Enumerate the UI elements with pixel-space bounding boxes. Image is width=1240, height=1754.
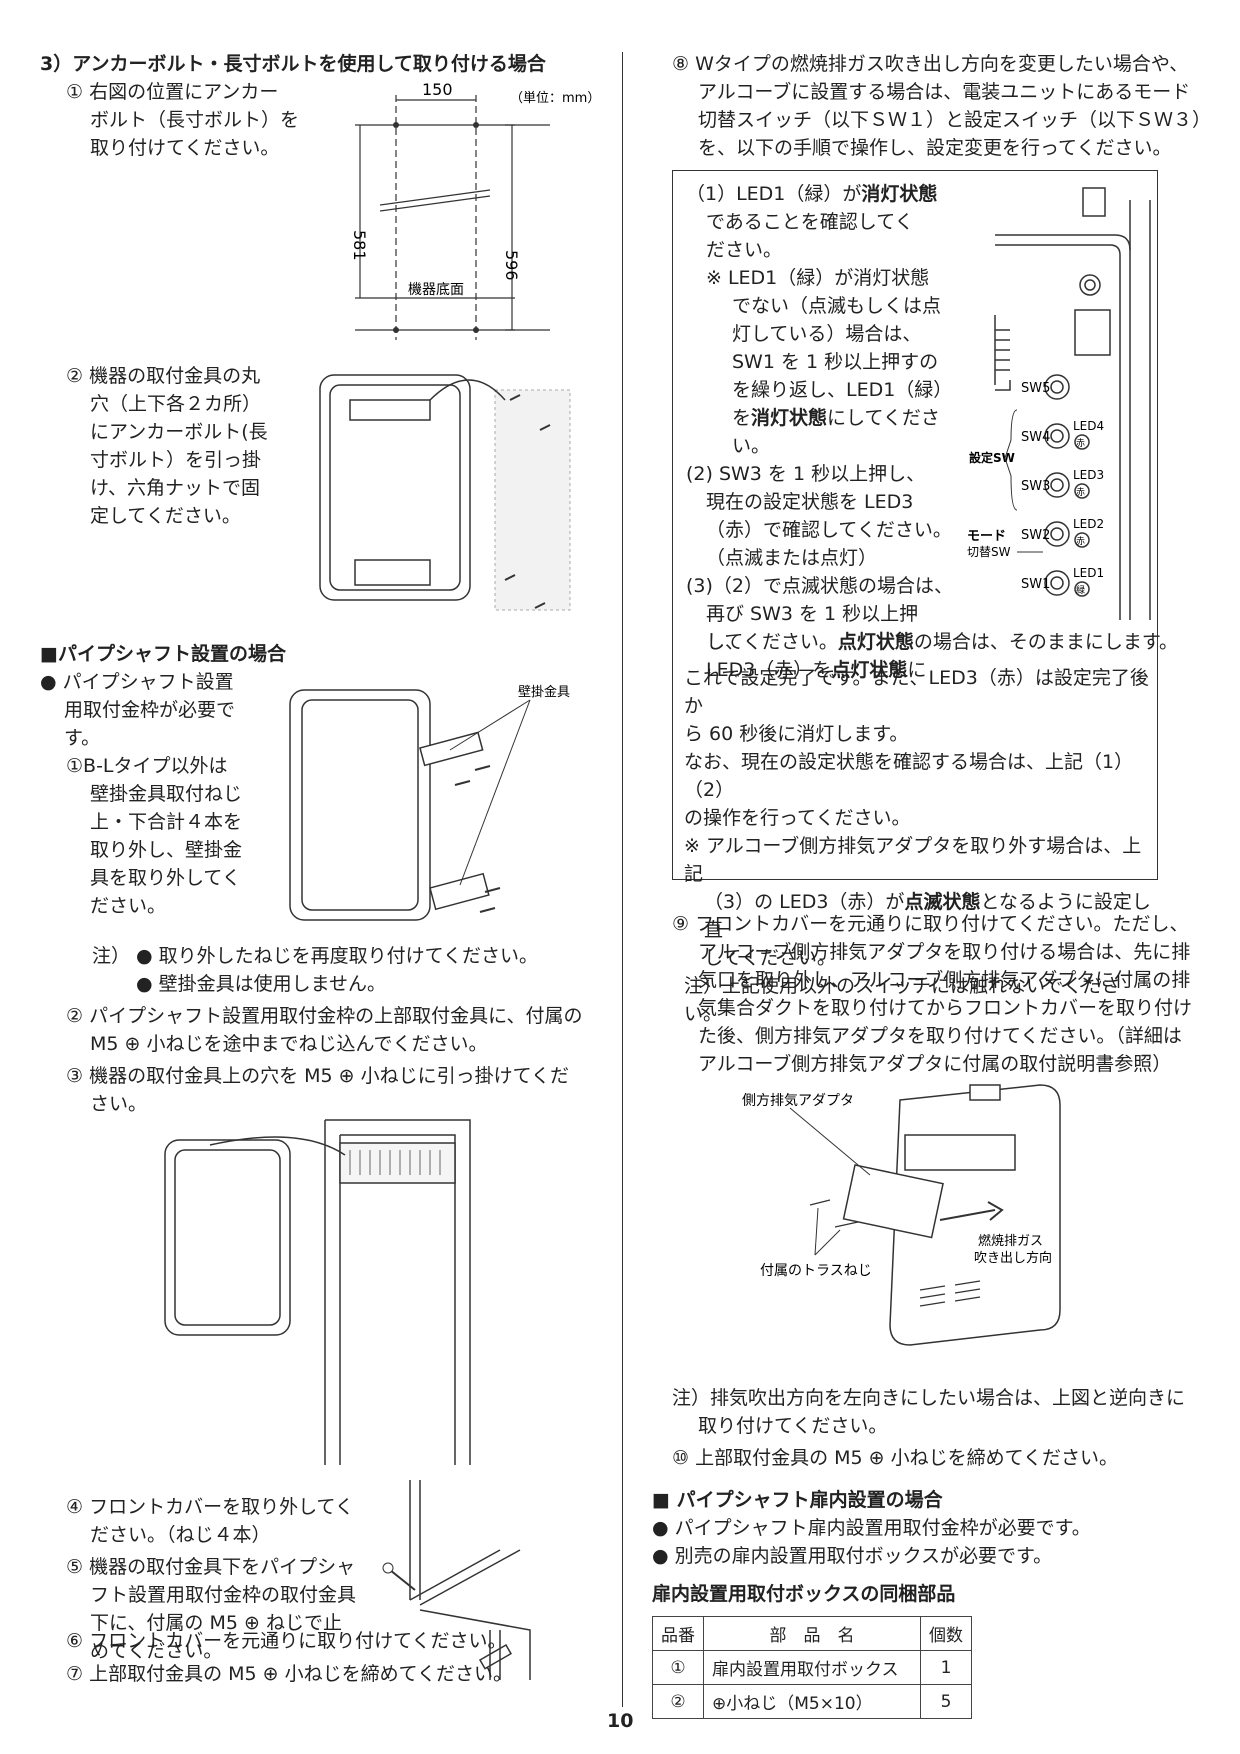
pipe-step-3-text: ③ 機器の取付金具上の穴を M5 ⊕ 小ねじに引っ掛けてくだ さい。 [66, 1065, 570, 1115]
pipe-shaft-bullet: ● パイプシャフト設置 用取付金枠が必要で す。 [40, 671, 236, 749]
door-bullet-2: ● 別売の扉内設置用取付ボックスが必要です。 [652, 1545, 1053, 1567]
door-install-title: ■ パイプシャフト扉内設置の場合 [652, 1489, 943, 1511]
sw1-label: SW1 [1021, 577, 1050, 592]
setting-sw-label: 設定SW [969, 450, 1015, 465]
exhaust-label-1: 燃焼排ガス [978, 1233, 1043, 1249]
dim-596: 596 [502, 250, 521, 281]
wall-bracket-label: 壁掛金具 [518, 684, 570, 700]
procedure-step-3-end: してください。点灯状態の場合は、そのままにします。 [706, 631, 1178, 653]
parts-table-header: 品番 部 品 名 個数 [652, 1616, 972, 1651]
exhaust-label-2: 吹き出し方向 [974, 1250, 1052, 1266]
pipe-step-5-text: ⑤ 機器の取付金具下をパイプシャ フト設置用取付金枠の取付金具 下に、付属の M… [66, 1556, 357, 1662]
pipe-shaft-frame-illustration [164, 1119, 471, 1465]
led1-label: LED1 [1073, 566, 1104, 580]
parts-table: 品番 部 品 名 個数 ① 扉内設置用取付ボックス 1 ② ⊕小ねじ（M5×10… [652, 1616, 972, 1719]
note-2-text: 注）排気吹出方向を左向きにしたい場合は、上図と逆向きに 取り付けてください。 [672, 1387, 1186, 1437]
step-8-text: ⑧ Wタイプの燃焼排ガス吹き出し方向を変更したい場合や、 アルコーブに設置する場… [672, 53, 1212, 159]
door-bullet-1: ● パイプシャフト扉内設置用取付金枠が必要です。 [652, 1517, 1091, 1539]
pipe-step-1-text: ①B-Lタイプ以外は 壁掛金具取付ねじ 上・下合計４本を 取り外し、壁掛金 具を… [66, 755, 243, 917]
pipe-shaft-title: ■パイプシャフト設置の場合 [40, 643, 286, 665]
note-1-list: ● 取り外したねじを再度取り付けてください。 ● 壁掛金具は使用しません。 [136, 945, 539, 995]
step-9-text: ⑨ フロントカバーを元通りに取り付けてください。ただし、 アルコーブ側方排気アダ… [672, 913, 1193, 1075]
mode-sw-label: 切替SW [967, 545, 1011, 559]
led4-label: LED4 [1073, 419, 1104, 433]
table-row: ② ⊕小ねじ（M5×10） 5 [652, 1684, 972, 1719]
adapter-label: 側方排気アダプタ [742, 1093, 854, 1109]
table-row: ① 扉内設置用取付ボックス 1 [652, 1650, 972, 1685]
setting-complete-text: これで設定完了です。また、LED3（赤）は設定完了後か ら 60 秒後に消灯しま… [684, 667, 1151, 1025]
lower-bracket-illustration [382, 1480, 531, 1680]
led2-label: LED2 [1073, 517, 1104, 531]
pipe-step-7-text: ⑦ 上部取付金具の M5 ⊕ 小ねじを締めてください。 [66, 1663, 513, 1685]
pipe-step-6-text: ⑥ フロントカバーを元通りに取り付けてください。 [66, 1630, 507, 1652]
note-1-label: 注） [92, 945, 131, 967]
sw5-label: SW5 [1021, 381, 1050, 396]
setting-procedure-box [672, 170, 1158, 880]
unit-wall-mount-illustration [319, 374, 571, 611]
unit-label: （単位：mm） [510, 90, 600, 106]
side-exhaust-adapter-illustration: 側方排気アダプタ 付属のトラスねじ 燃焼排ガス 吹き出し方向 [742, 1084, 1061, 1346]
step-10-text: ⑩ 上部取付金具の M5 ⊕ 小ねじを締めてください。 [672, 1447, 1119, 1469]
sw2-label: SW2 [1021, 528, 1050, 543]
control-board-diagram: SW5 SW4 SW3 SW2 SW1 LED4 LED3 LED2 LED1 … [967, 187, 1151, 620]
led1-color: 緑 [1076, 584, 1085, 596]
wall-bracket-removal-illustration: 壁掛金具 [289, 684, 570, 921]
sw3-label: SW3 [1021, 479, 1050, 494]
section-title-anchor-bolt: 3）アンカーボルト・長寸ボルトを使用して取り付ける場合 [40, 53, 546, 75]
led4-color: 赤 [1076, 438, 1085, 449]
parts-table-title: 扉内設置用取付ボックスの同梱部品 [652, 1583, 956, 1605]
led2-color: 赤 [1076, 536, 1085, 547]
dim-width: 150 [422, 80, 453, 99]
step-1-text: ① 右図の位置にアンカー ボルト（長寸ボルト）を 取り付けてください。 [66, 81, 300, 159]
led3-color: 赤 [1076, 487, 1085, 498]
led3-label: LED3 [1073, 468, 1104, 482]
step-2-text: ② 機器の取付金具の丸 穴（上下各２カ所） にアンカーボルト(長 寸ボルト）を引… [66, 365, 268, 527]
procedure-steps: （1）LED1（緑）が消灯状態 であることを確認してく ださい。 ※ LED1（… [686, 183, 954, 681]
bottom-label: 機器底面 [408, 282, 464, 298]
column-divider [622, 52, 623, 1707]
dim-581: 581 [350, 230, 369, 261]
truss-screw-label: 付属のトラスねじ [760, 1263, 872, 1279]
pipe-step-4-text: ④ フロントカバーを取り外してく ださい。（ねじ４本） [66, 1496, 354, 1546]
mode-label: モード [967, 529, 1006, 544]
pipe-step-2-text: ② パイプシャフト設置用取付金枠の上部取付金具に、付属の M5 ⊕ 小ねじを途中… [66, 1005, 583, 1055]
sw4-label: SW4 [1021, 430, 1050, 445]
page-number: 10 [607, 1710, 634, 1732]
anchor-bolt-dimension-diagram: 150 （単位：mm） 581 596 機器底面 [350, 80, 600, 340]
